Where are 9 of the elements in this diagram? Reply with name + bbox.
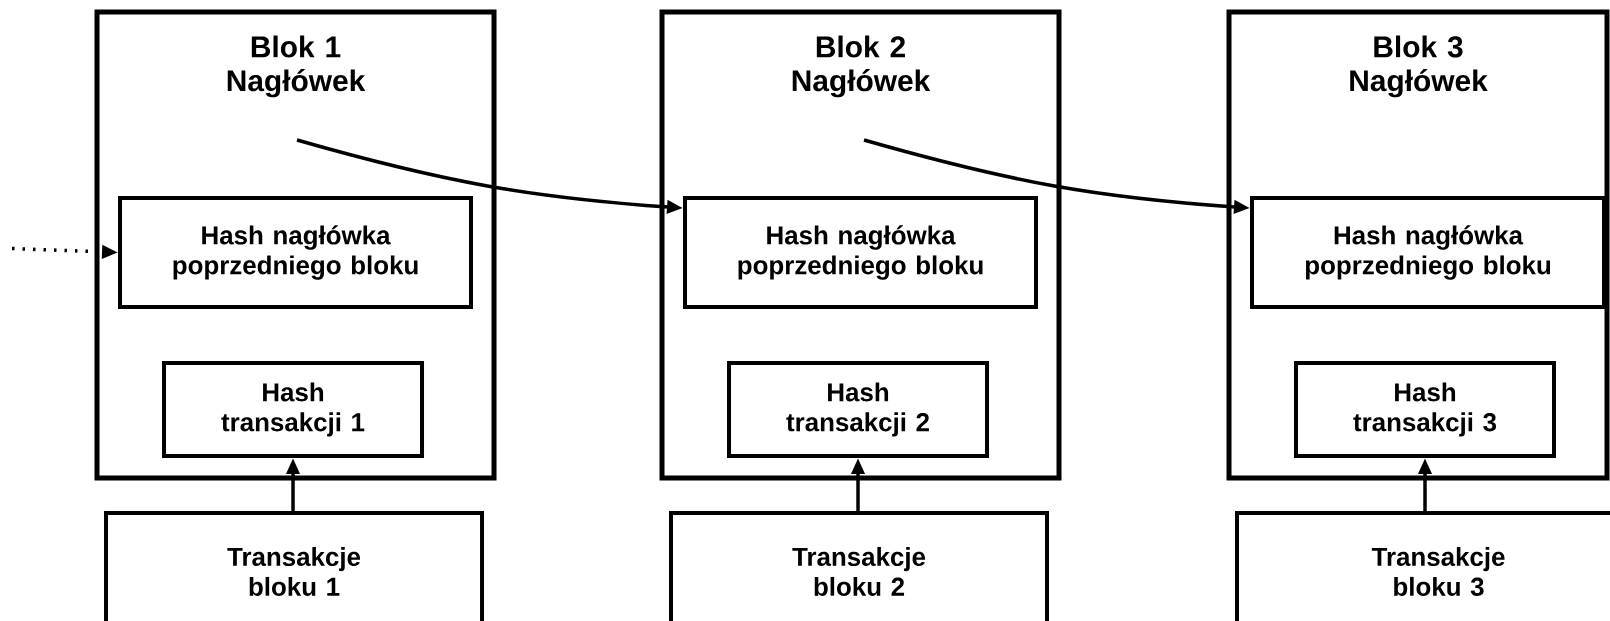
hash-box: Hash nagłówka poprzedniego bloku	[683, 196, 1038, 309]
hash-box: Hash transakcji 3	[1294, 361, 1556, 458]
transaction-box: Transakcje bloku 1	[104, 511, 484, 621]
hash-box: Hash transakcji 2	[727, 361, 989, 458]
hash-box: Hash nagłówka poprzedniego bloku	[1250, 196, 1606, 309]
hash-box: Hash nagłówka poprzedniego bloku	[118, 196, 473, 309]
transaction-box: Transakcje bloku 3	[1235, 511, 1610, 621]
transaction-box: Transakcje bloku 2	[669, 511, 1049, 621]
hash-box: Hash transakcji 1	[162, 361, 424, 458]
